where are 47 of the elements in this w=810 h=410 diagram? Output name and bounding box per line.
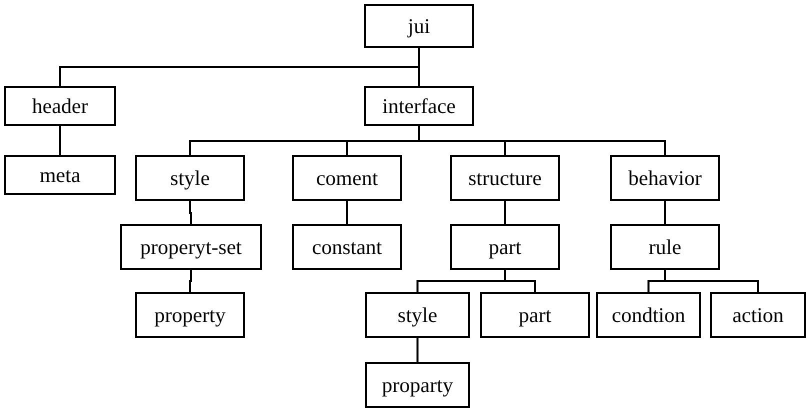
node-label: properyt-set [140, 234, 242, 260]
node-label: header [32, 94, 88, 118]
connector-line [504, 201, 506, 224]
node-label: style [170, 166, 210, 190]
connector-line [189, 201, 192, 224]
tree-node-box [120, 224, 262, 270]
node-label: jui [408, 14, 430, 38]
connector-line [418, 126, 666, 155]
tree-node-box [135, 292, 245, 338]
connector-line [664, 270, 759, 292]
node-label: property [154, 302, 226, 328]
node-label: rule [648, 234, 682, 260]
tree-node-box [364, 4, 474, 48]
tree-node-box [710, 292, 806, 338]
tree-node-box [365, 362, 470, 408]
connector-line [416, 338, 418, 362]
connector-line [346, 201, 348, 224]
node-label: coment [316, 166, 378, 190]
tree-node-box [480, 292, 590, 338]
tree-node-box [4, 155, 116, 195]
tree-node-box [292, 155, 402, 201]
tree-node-box [450, 224, 560, 270]
tree-node-box [610, 224, 720, 270]
tree-node-box [364, 86, 474, 126]
connector-line [189, 270, 192, 292]
node-label: structure [468, 166, 542, 190]
tree-node-box [365, 292, 470, 338]
node-label: proparty [382, 372, 454, 398]
node-label: interface [382, 94, 456, 118]
connector-line [418, 48, 420, 86]
connector-line [59, 126, 61, 155]
tree-node-box [135, 155, 245, 201]
node-label: meta [40, 162, 80, 188]
tree-node-box [596, 292, 701, 338]
node-label: constant [312, 234, 382, 260]
node-label: part [488, 234, 522, 260]
node-label: condtion [612, 302, 686, 328]
node-label: part [518, 302, 552, 328]
node-label: style [398, 302, 438, 328]
tree-node-box [4, 86, 116, 126]
tree-node-box [610, 155, 720, 201]
connector-line [504, 270, 536, 292]
tree-node-box [292, 224, 402, 270]
tree-node-box [450, 155, 560, 201]
node-label: behavior [628, 166, 702, 190]
connector-line [664, 201, 666, 224]
node-label: action [732, 302, 784, 328]
